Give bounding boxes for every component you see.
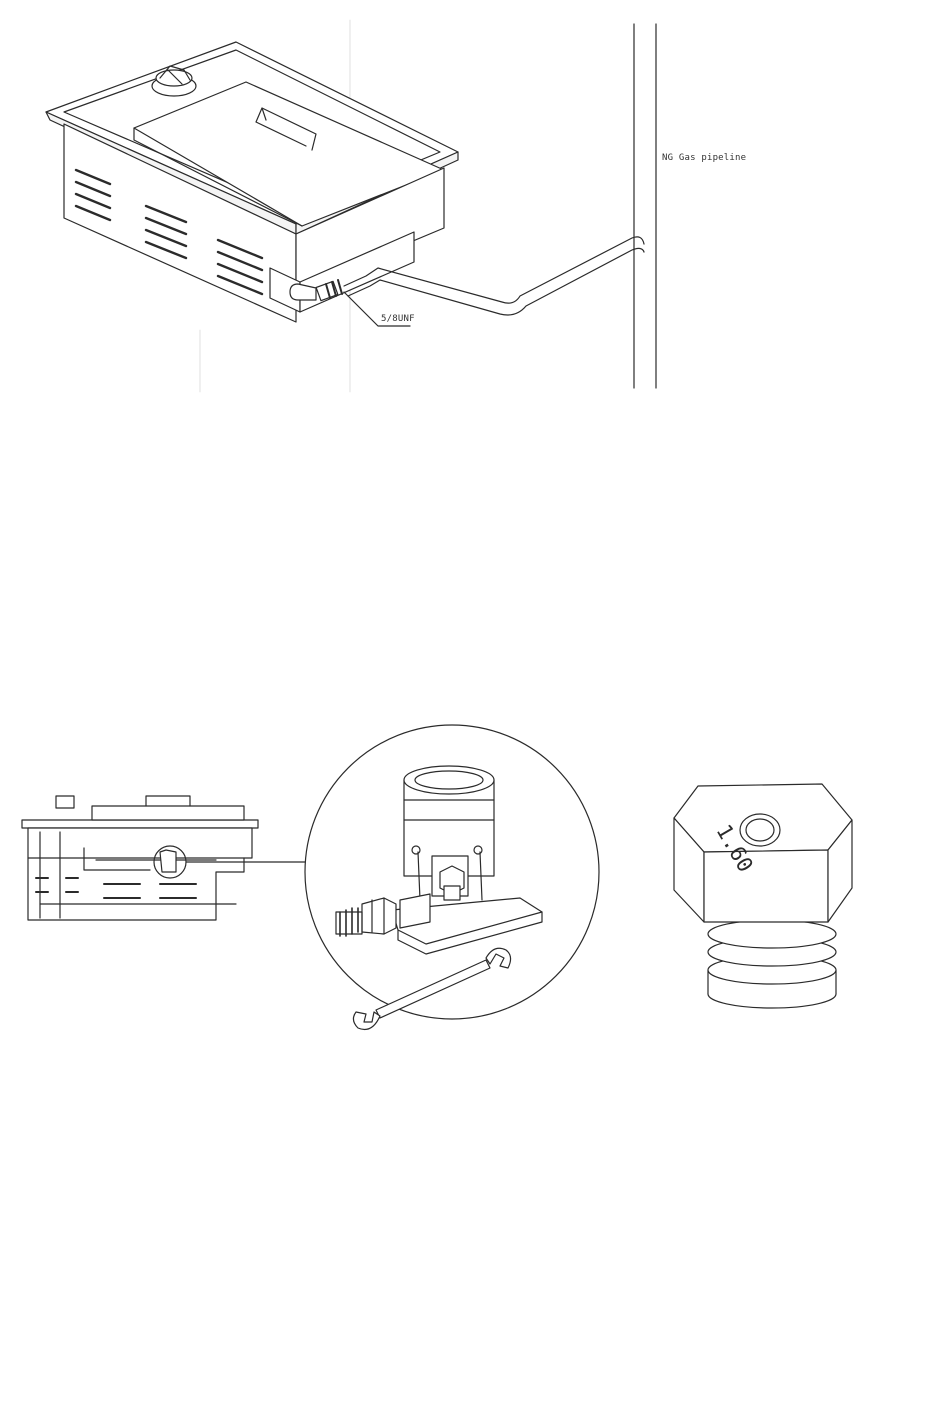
pipeline-label: NG Gas pipeline bbox=[662, 153, 746, 163]
burner-side-view bbox=[22, 796, 258, 920]
orifice-injector bbox=[674, 784, 852, 1008]
burner-unit-top bbox=[46, 42, 644, 326]
ng-gas-pipeline bbox=[634, 24, 656, 388]
fitting-label: 5/8UNF bbox=[381, 314, 415, 324]
